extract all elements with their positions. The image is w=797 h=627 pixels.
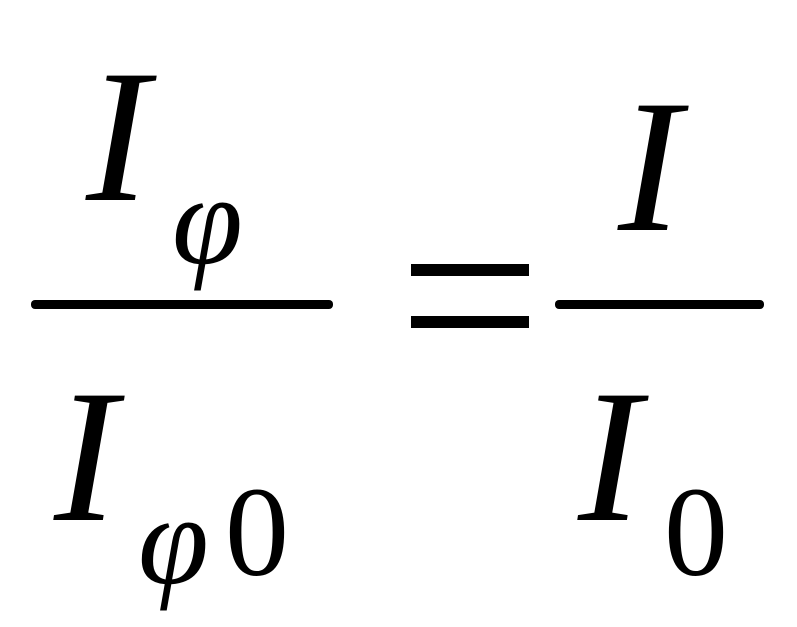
right-denominator-subscript: 0 [664, 461, 728, 603]
left-numerator-subscript: φ [172, 149, 243, 291]
right-denominator-symbol: I [578, 352, 642, 562]
left-denominator-subscript-digit: 0 [225, 461, 289, 603]
right-numerator-symbol: I [618, 62, 682, 272]
equals-sign-upper-bar [411, 264, 529, 276]
left-fraction-bar [31, 300, 333, 309]
equals-sign-lower-bar [411, 316, 529, 328]
left-denominator-symbol: I [54, 352, 118, 562]
left-numerator-symbol: I [86, 32, 150, 242]
right-fraction-bar [555, 300, 764, 309]
left-denominator-subscript-symbol: φ [138, 469, 209, 611]
